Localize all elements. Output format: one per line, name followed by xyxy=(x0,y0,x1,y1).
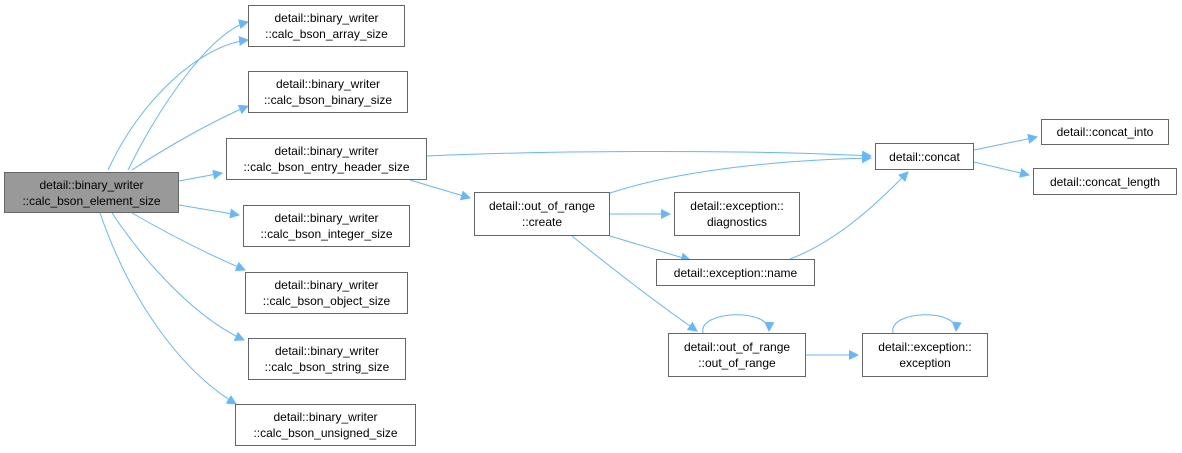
node-line: detail::concat_length xyxy=(1049,174,1161,189)
node-line: detail::binary_writer xyxy=(274,278,379,292)
node-line: detail::binary_writer xyxy=(274,11,379,25)
node-calc-bson-integer-size[interactable]: detail::binary_writer ::calc_bson_intege… xyxy=(243,205,410,247)
edge-oor-ctor xyxy=(571,235,698,332)
node-calc-bson-array-size[interactable]: detail::binary_writer ::calc_bson_array_… xyxy=(248,5,405,47)
node-out-of-range-constructor[interactable]: detail::out_of_range ::out_of_range xyxy=(668,333,806,377)
node-line: ::calc_bson_string_size xyxy=(264,360,390,374)
node-calc-bson-element-size: detail::binary_writer ::calc_bson_elemen… xyxy=(4,172,179,213)
node-line: detail::exception::name xyxy=(673,265,798,280)
node-line: ::calc_bson_binary_size xyxy=(263,93,393,107)
node-line: detail::binary_writer xyxy=(273,410,378,424)
node-out-of-range-create[interactable]: detail::out_of_range ::create xyxy=(474,192,610,236)
edge-root-string xyxy=(111,212,245,341)
node-line: ::calc_bson_element_size xyxy=(22,193,161,208)
edge-entry-oor xyxy=(409,179,471,201)
edge-oor-concat xyxy=(609,153,872,194)
node-line: ::out_of_range xyxy=(698,356,776,370)
node-line: detail::binary_writer xyxy=(275,77,381,91)
edge-oor-name xyxy=(609,235,691,263)
node-exception-constructor[interactable]: detail::exception:: exception xyxy=(862,333,988,377)
edge-root-array-1 xyxy=(107,35,249,171)
node-calc-bson-string-size[interactable]: detail::binary_writer ::calc_bson_string… xyxy=(248,338,406,380)
node-concat-length[interactable]: detail::concat_length xyxy=(1033,168,1177,195)
edge-root-object xyxy=(131,212,246,272)
node-line: exception xyxy=(899,356,951,370)
node-line: detail::concat_into xyxy=(1056,125,1154,139)
node-line: detail::out_of_range xyxy=(488,199,596,213)
node-line: ::calc_bson_object_size xyxy=(262,294,391,308)
edge-exc-self xyxy=(892,314,962,334)
node-calc-bson-object-size[interactable]: detail::binary_writer ::calc_bson_object… xyxy=(245,272,408,314)
node-line: detail::binary_writer xyxy=(274,211,379,225)
node-line: detail::binary_writer xyxy=(274,144,379,158)
node-line: detail::out_of_range xyxy=(683,340,791,354)
edge-concat-into xyxy=(973,133,1038,151)
node-exception-name[interactable]: detail::exception::name xyxy=(656,259,815,286)
edge-name-concat xyxy=(789,171,909,260)
node-concat-into[interactable]: detail::concat_into xyxy=(1041,119,1169,145)
node-line: ::calc_bson_unsigned_size xyxy=(253,426,398,440)
node-line: ::calc_bson_integer_size xyxy=(260,227,393,241)
edge-concat-length xyxy=(973,161,1030,178)
node-calc-bson-unsigned-size[interactable]: detail::binary_writer ::calc_bson_unsign… xyxy=(235,404,416,446)
edge-root-integer xyxy=(178,204,240,219)
node-line: detail::exception:: xyxy=(878,340,972,354)
edge-root-binary xyxy=(131,104,249,171)
node-line: detail::concat xyxy=(889,149,960,164)
node-line: detail::binary_writer xyxy=(274,344,380,358)
node-line: diagnostics xyxy=(706,215,768,229)
edge-oorc-self xyxy=(702,314,775,334)
node-calc-bson-binary-size[interactable]: detail::binary_writer ::calc_bson_binary… xyxy=(248,71,408,113)
node-line: ::create xyxy=(521,215,563,229)
node-exception-diagnostics[interactable]: detail::exception:: diagnostics xyxy=(674,192,800,236)
node-calc-bson-entry-header-size[interactable]: detail::binary_writer ::calc_bson_entry_… xyxy=(226,138,427,180)
edge-entry-concat xyxy=(426,150,872,161)
node-concat[interactable]: detail::concat xyxy=(875,143,974,170)
node-line: ::calc_bson_entry_header_size xyxy=(243,160,410,174)
edge-root-array-2 xyxy=(127,19,249,171)
edge-root-entry xyxy=(178,169,223,182)
node-line: detail::exception:: xyxy=(690,199,784,213)
node-line: detail::binary_writer xyxy=(39,177,144,192)
node-line: ::calc_bson_array_size xyxy=(265,27,388,41)
edge-root-unsigned xyxy=(99,212,237,405)
